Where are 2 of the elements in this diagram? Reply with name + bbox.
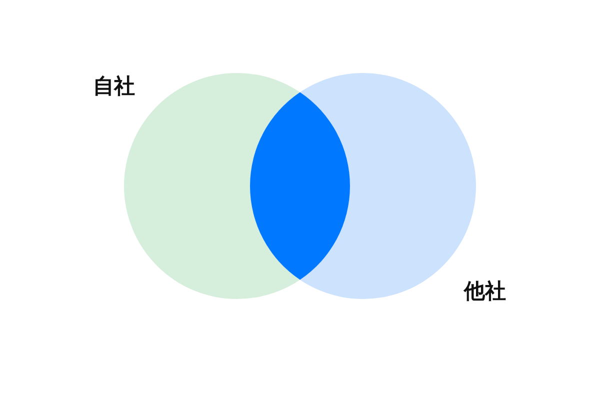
circle-label: 自社 <box>93 74 135 98</box>
circle-label: 他社 <box>464 279 506 303</box>
